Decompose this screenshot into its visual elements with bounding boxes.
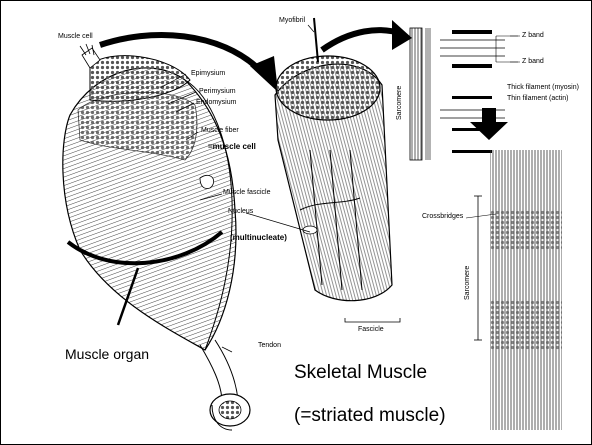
label-thin-filament: Thin filament (actin) <box>507 95 568 102</box>
label-myofibril: Myofibril <box>279 17 305 24</box>
label-nucleus: Nucleus <box>228 208 253 215</box>
label-muscle-cell: Muscle cell <box>58 33 93 40</box>
label-muscle-fiber: Muscle fiber <box>201 127 239 134</box>
slide-subtitle: (=striated muscle) <box>294 405 446 427</box>
label-tendon: Tendon <box>258 342 281 349</box>
label-muscle-fiber-note: =muscle cell <box>208 142 256 151</box>
sarcomere-schematic <box>410 28 520 160</box>
label-perimysium: Perimysium <box>199 88 236 95</box>
label-nucleus-note: (multinucleate) <box>230 233 287 242</box>
label-thick-filament: Thick filament (myosin) <box>507 84 579 91</box>
crossbridges-block <box>466 150 562 430</box>
label-fascicle: Fascicle <box>358 326 384 333</box>
label-muscle-fascicle: Muscle fascicle <box>223 189 270 196</box>
fascicle-illustration <box>275 18 400 322</box>
label-crossbridges: Crossbridges <box>422 213 463 220</box>
slide-title: Skeletal Muscle <box>294 362 427 384</box>
label-endomysium: Endomysium <box>196 99 236 106</box>
arrow-down-to-crossbridges <box>470 108 508 140</box>
label-sarcomere-bottom: Sarcomere <box>464 266 471 300</box>
label-z-band-top: Z band <box>522 32 544 39</box>
arrow-fascicle-to-sarcomere <box>322 20 412 50</box>
label-sarcomere-top: Sarcomere <box>396 86 403 120</box>
label-epimysium: Epimysium <box>191 70 225 77</box>
label-z-band-bottom: Z band <box>522 58 544 65</box>
label-muscle-organ: Muscle organ <box>65 346 149 362</box>
